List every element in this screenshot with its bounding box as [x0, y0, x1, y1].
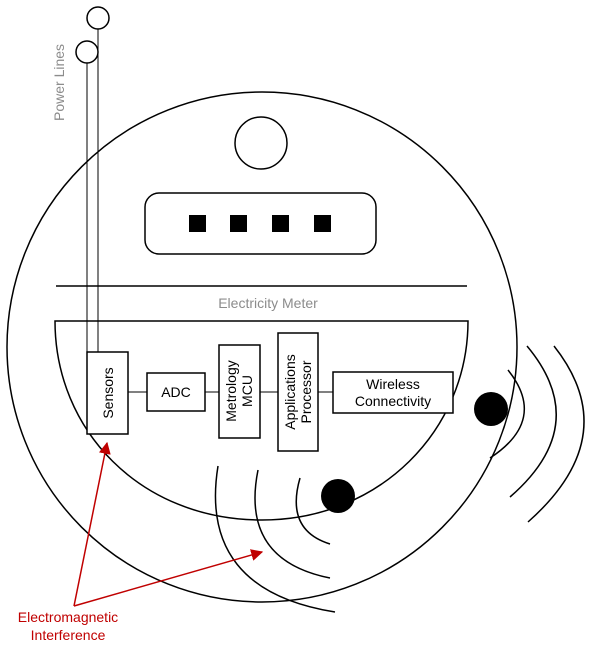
metrology-label-line1: Metrology	[223, 360, 239, 421]
metrology-label-line2: MCU	[239, 375, 255, 407]
adc-label: ADC	[161, 384, 191, 400]
display-segment	[314, 215, 331, 232]
meter-title: Electricity Meter	[218, 295, 318, 311]
emi-arrow-to-waves	[74, 552, 262, 606]
indicator-circle	[235, 117, 287, 169]
emi-label-line1: Electromagnetic	[18, 609, 118, 625]
app-label-line2: Processor	[298, 360, 314, 423]
app-label-line1: Applications	[282, 354, 298, 430]
power-lines-label: Power Lines	[51, 44, 67, 121]
wireless-label-line2: Connectivity	[355, 393, 431, 409]
emi-label-line2: Interference	[31, 627, 106, 643]
sensors-label: Sensors	[100, 367, 116, 418]
display-panel	[145, 193, 376, 254]
radio-wave	[510, 346, 556, 497]
power-line-terminal	[87, 7, 109, 29]
radio-wave	[255, 470, 330, 578]
power-line-terminal	[76, 41, 98, 63]
wireless-label-line1: Wireless	[366, 376, 420, 392]
display-segment	[189, 215, 206, 232]
antenna-dot	[321, 479, 355, 513]
display-segment	[272, 215, 289, 232]
display-segment	[230, 215, 247, 232]
antenna-dot	[474, 392, 508, 426]
radio-wave	[528, 346, 584, 522]
